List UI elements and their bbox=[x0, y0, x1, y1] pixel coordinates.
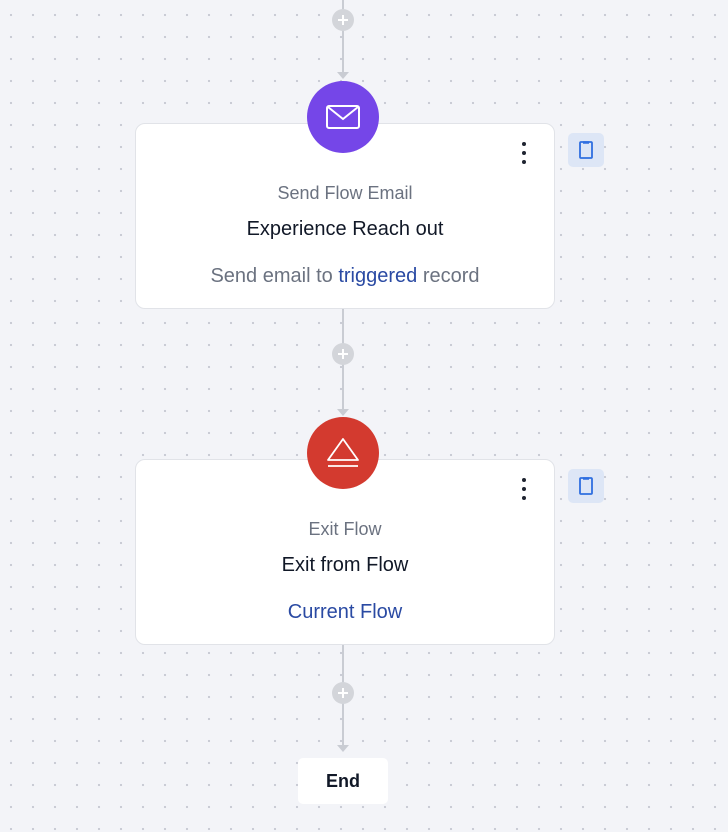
desc-prefix: Send email to bbox=[210, 265, 339, 287]
step-card-exit-flow[interactable]: Exit Flow Exit from Flow Current Flow bbox=[135, 459, 555, 645]
more-options-icon[interactable] bbox=[516, 142, 532, 164]
clipboard-icon bbox=[579, 141, 593, 159]
step-description: Send email to triggered record bbox=[136, 265, 554, 288]
step-description: Current Flow bbox=[136, 601, 554, 624]
step-card-send-email[interactable]: Send Flow Email Experience Reach out Sen… bbox=[135, 123, 555, 309]
step-side-button[interactable] bbox=[568, 469, 604, 503]
more-options-icon[interactable] bbox=[516, 478, 532, 500]
step-icon-badge bbox=[307, 417, 379, 489]
step-title: Experience Reach out bbox=[246, 218, 444, 240]
step-icon-badge bbox=[307, 81, 379, 153]
step-title: Exit from Flow bbox=[281, 554, 409, 576]
step-type: Send Flow Email bbox=[277, 183, 413, 203]
connector-arrow bbox=[337, 72, 349, 79]
add-step-button[interactable] bbox=[332, 9, 354, 31]
connector-arrow bbox=[337, 409, 349, 416]
step-type: Exit Flow bbox=[308, 519, 382, 539]
plus-icon bbox=[338, 688, 348, 698]
clipboard-icon bbox=[579, 477, 593, 495]
mail-icon bbox=[326, 105, 360, 129]
add-step-button[interactable] bbox=[332, 682, 354, 704]
step-side-button[interactable] bbox=[568, 133, 604, 167]
desc-suffix: record bbox=[417, 265, 480, 287]
connector-line bbox=[342, 0, 344, 72]
connector-arrow bbox=[337, 745, 349, 752]
plus-icon bbox=[338, 15, 348, 25]
triggered-link[interactable]: triggered bbox=[338, 265, 418, 287]
eject-icon bbox=[327, 438, 359, 467]
current-flow-link[interactable]: Current Flow bbox=[287, 601, 403, 623]
end-node[interactable]: End bbox=[298, 758, 388, 804]
plus-icon bbox=[338, 349, 348, 359]
add-step-button[interactable] bbox=[332, 343, 354, 365]
